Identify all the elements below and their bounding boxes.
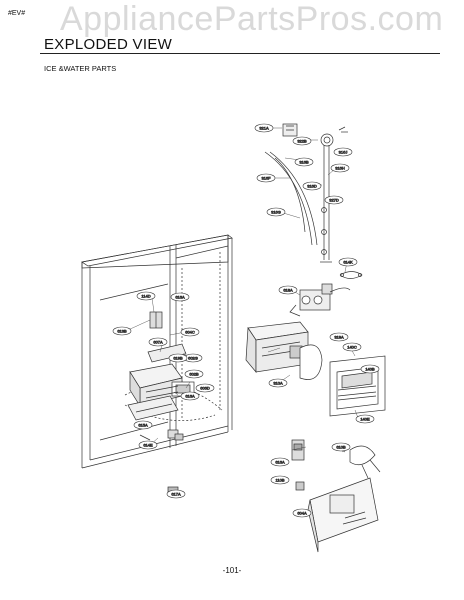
- part-callout: 140B: [360, 364, 380, 374]
- water-tube-assembly: [264, 123, 348, 263]
- part-callout: 616A: [180, 391, 200, 401]
- svg-text:114D: 114D: [141, 294, 150, 299]
- part-callout: 602B: [184, 369, 204, 379]
- part-callout: 316B: [294, 157, 314, 167]
- water-valve: [289, 283, 351, 317]
- svg-text:606D: 606D: [200, 386, 210, 391]
- ice-shelf-frame: [329, 355, 386, 417]
- part-callout: 614E: [138, 440, 158, 450]
- svg-text:140B: 140B: [365, 367, 375, 372]
- part-callout: 615A: [133, 420, 153, 430]
- part-callout: 327D: [324, 195, 344, 205]
- svg-text:110B: 110B: [275, 478, 284, 483]
- title-rule: [40, 53, 440, 54]
- svg-text:322B: 322B: [297, 139, 307, 144]
- svg-text:140E: 140E: [360, 417, 370, 422]
- section-subtitle: ICE &WATER PARTS: [44, 64, 117, 73]
- svg-text:617A: 617A: [171, 492, 181, 497]
- part-callout: 616A: [270, 457, 290, 467]
- svg-text:602B: 602B: [189, 372, 199, 377]
- page-number: -101-: [222, 566, 242, 575]
- svg-text:319A: 319A: [334, 335, 344, 340]
- part-callout: 610B: [331, 442, 351, 452]
- svg-text:615A: 615A: [138, 423, 148, 428]
- refrigerator-cabinet: [81, 234, 233, 469]
- part-callout: 602G: [183, 353, 203, 363]
- svg-text:613B: 613B: [117, 329, 127, 334]
- part-callout: 316J: [333, 147, 353, 157]
- svg-text:316G: 316G: [271, 210, 281, 215]
- svg-text:316H: 316H: [335, 166, 345, 171]
- ice-maker-assembly: [127, 311, 195, 494]
- svg-text:316D: 316D: [307, 184, 317, 189]
- part-callout: 618A: [278, 285, 298, 295]
- svg-text:616A: 616A: [175, 295, 185, 300]
- part-callout: 110B: [270, 475, 290, 485]
- svg-text:327D: 327D: [329, 198, 339, 203]
- part-callout: 316F: [256, 173, 276, 183]
- part-callout: 619B: [168, 353, 188, 363]
- svg-text:316B: 316B: [299, 160, 309, 165]
- part-callout: 604A: [292, 508, 312, 518]
- svg-text:604A: 604A: [297, 511, 307, 516]
- svg-text:310A: 310A: [273, 381, 283, 386]
- svg-text:619B: 619B: [173, 356, 183, 361]
- callout-labels: 321A 322B 316J 316B 316F 316D 316H 316G …: [112, 123, 380, 518]
- wire-harness: [339, 271, 363, 279]
- part-callout: 617A: [166, 489, 186, 499]
- page-title: EXPLODED VIEW: [44, 36, 173, 53]
- svg-text:316J: 316J: [339, 150, 348, 155]
- svg-text:602G: 602G: [188, 356, 198, 361]
- part-callout: 616A: [170, 292, 190, 302]
- part-callout: 140C: [342, 342, 362, 352]
- svg-text:321A: 321A: [259, 126, 269, 131]
- document-tag: #EV#: [8, 10, 26, 17]
- svg-text:316F: 316F: [261, 176, 271, 181]
- part-callout: 310A: [268, 378, 288, 388]
- part-callout: 316D: [302, 181, 322, 191]
- part-callout: 316H: [330, 163, 350, 173]
- part-callout: 140E: [355, 414, 375, 424]
- svg-text:614K: 614K: [343, 260, 353, 265]
- svg-text:616A: 616A: [275, 460, 285, 465]
- part-callout: 321A: [254, 123, 274, 133]
- svg-text:616A: 616A: [185, 394, 195, 399]
- svg-text:618A: 618A: [283, 288, 293, 293]
- part-callout: 606D: [195, 383, 215, 393]
- part-callout: 607A: [148, 337, 168, 347]
- watermark: AppliancePartsPros.com: [60, 0, 444, 38]
- svg-text:140C: 140C: [347, 345, 357, 350]
- svg-text:607A: 607A: [153, 340, 163, 345]
- part-callout: 322B: [292, 136, 312, 146]
- part-callout: 319A: [329, 332, 349, 342]
- part-callout: 604C: [180, 327, 200, 337]
- control-bracket: [291, 439, 381, 553]
- svg-text:610B: 610B: [336, 445, 346, 450]
- svg-text:604C: 604C: [185, 330, 195, 335]
- part-callout: 316G: [266, 207, 286, 217]
- part-callout: 114D: [136, 291, 156, 301]
- part-callout: 614K: [338, 257, 358, 267]
- leader-lines: [127, 127, 359, 494]
- svg-text:614E: 614E: [143, 443, 153, 448]
- part-callout: 613B: [112, 326, 132, 336]
- ice-bucket: [245, 321, 323, 380]
